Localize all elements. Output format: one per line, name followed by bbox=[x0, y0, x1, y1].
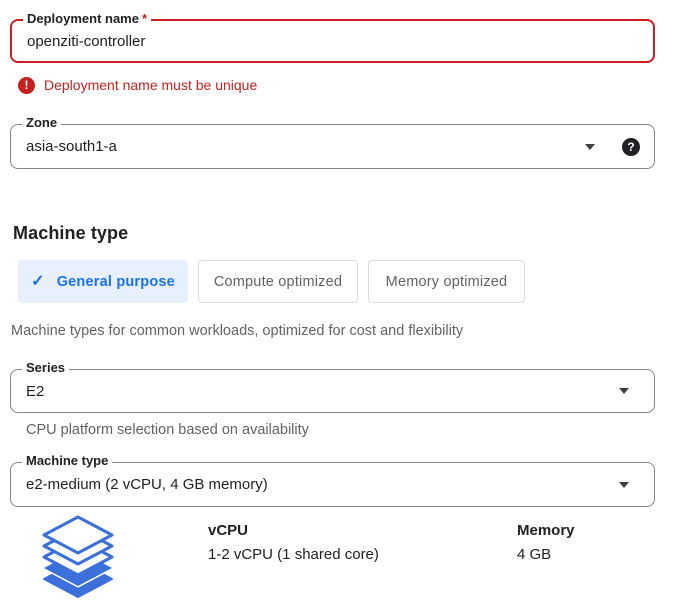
machine-type-label: Machine type bbox=[22, 454, 113, 468]
zone-label: Zone bbox=[22, 116, 62, 130]
series-select[interactable]: Series E2 bbox=[10, 361, 655, 413]
tab-general-purpose-label: General purpose bbox=[56, 273, 175, 290]
dropdown-arrow-icon[interactable] bbox=[585, 143, 595, 150]
help-icon[interactable]: ? bbox=[622, 137, 640, 156]
deployment-name-error: ! Deployment name must be unique bbox=[18, 76, 655, 94]
memory-header: Memory bbox=[517, 522, 575, 539]
zone-value: asia-south1-a bbox=[26, 138, 117, 155]
machine-type-heading: Machine type bbox=[13, 223, 129, 243]
series-value: E2 bbox=[26, 382, 45, 400]
dropdown-arrow-icon[interactable] bbox=[619, 388, 629, 394]
memory-value: 4 GB bbox=[517, 546, 552, 563]
tab-memory-optimized-label: Memory optimized bbox=[385, 273, 508, 290]
machine-family-tabs: ✓ General purpose Compute optimized Memo… bbox=[18, 260, 655, 303]
memory-spec: Memory 4 GB bbox=[517, 514, 575, 564]
error-message-text: Deployment name must be unique bbox=[44, 77, 258, 93]
series-label: Series bbox=[22, 361, 70, 375]
zone-select[interactable]: Zone asia-south1-a ? bbox=[10, 116, 655, 169]
machine-family-description: Machine types for common workloads, opti… bbox=[11, 323, 464, 339]
tab-general-purpose[interactable]: ✓ General purpose bbox=[18, 260, 188, 303]
required-asterisk: * bbox=[141, 11, 148, 26]
error-icon: ! bbox=[18, 76, 35, 94]
vcpu-value: 1-2 vCPU (1 shared core) bbox=[208, 546, 379, 563]
machine-type-value: e2-medium (2 vCPU, 4 GB memory) bbox=[26, 476, 268, 493]
deployment-name-label: Deployment name* bbox=[23, 11, 152, 26]
deployment-name-input[interactable] bbox=[27, 32, 639, 50]
check-icon: ✓ bbox=[31, 272, 45, 290]
series-helper-text: CPU platform selection based on availabi… bbox=[26, 422, 309, 438]
deployment-name-field[interactable]: Deployment name* bbox=[10, 12, 655, 63]
stacked-layers-icon bbox=[42, 515, 114, 598]
tab-memory-optimized[interactable]: Memory optimized bbox=[368, 260, 525, 303]
dropdown-arrow-icon[interactable] bbox=[619, 481, 629, 488]
deployment-config-form: Deployment name* ! Deployment name must … bbox=[0, 12, 680, 600]
tab-compute-optimized[interactable]: Compute optimized bbox=[198, 260, 358, 303]
vcpu-header: vCPU bbox=[208, 522, 249, 539]
tab-compute-optimized-label: Compute optimized bbox=[213, 273, 343, 290]
deployment-name-label-text: Deployment name bbox=[27, 11, 139, 26]
vcpu-spec: vCPU 1-2 vCPU (1 shared core) bbox=[208, 514, 517, 564]
machine-specs: vCPU 1-2 vCPU (1 shared core) Memory 4 G… bbox=[10, 514, 655, 600]
machine-type-select[interactable]: Machine type e2-medium (2 vCPU, 4 GB mem… bbox=[10, 454, 655, 507]
